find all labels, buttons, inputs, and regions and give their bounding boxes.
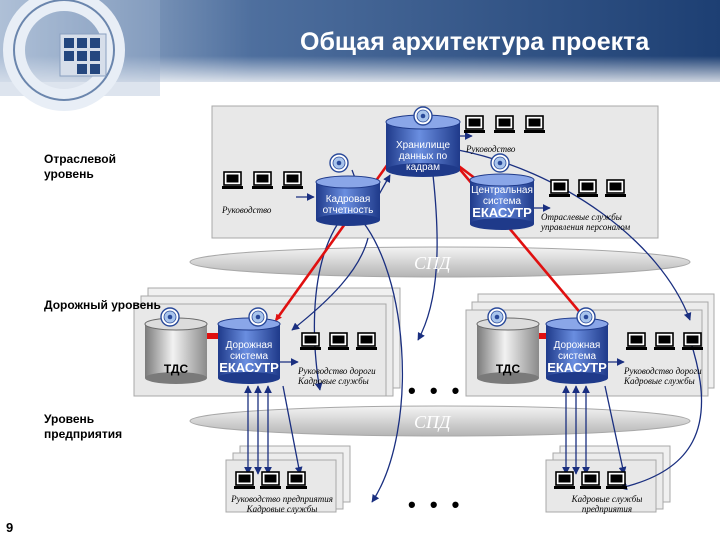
road-ekasutr-database-right — [545, 317, 609, 384]
seal-icon — [490, 153, 510, 173]
computer-icon — [281, 171, 304, 190]
computer-icon — [681, 332, 704, 351]
central-system-label: Центральная система — [471, 185, 533, 207]
computer-icon — [285, 471, 308, 490]
seal-icon — [576, 307, 596, 327]
road-system-label-right: Дорожная система — [553, 340, 601, 362]
computer-icon — [553, 471, 576, 490]
hr-storage-database — [385, 114, 461, 177]
slide-title: Общая архитектура проекта — [300, 28, 650, 56]
seal-icon — [413, 106, 433, 126]
computer-icon — [233, 471, 256, 490]
computer-icon — [605, 471, 628, 490]
tds-database-right — [476, 317, 540, 384]
computer-icon — [259, 471, 282, 490]
company-logo-icon — [0, 0, 160, 111]
caption-road-management-left: Руководство дороги Кадровые службы — [298, 366, 376, 386]
computer-icon — [576, 179, 599, 198]
caption-road-management-right: Руководство дороги Кадровые службы — [624, 366, 702, 386]
workstation-group-enterprise-right — [553, 471, 628, 490]
seal-icon — [248, 307, 268, 327]
computer-icon — [299, 332, 322, 351]
spd-label-upper: СПД — [414, 253, 451, 273]
tds-database-left — [144, 317, 208, 384]
computer-icon — [221, 171, 244, 190]
seal-icon — [487, 307, 507, 327]
workstation-group-enterprise-left — [233, 471, 308, 490]
computer-icon — [463, 115, 486, 134]
computer-icon — [493, 115, 516, 134]
tds-label-right: ТДС — [495, 362, 521, 376]
road-ekasutr-label-left: ЕКАСУТР — [219, 360, 279, 375]
spd-network-upper — [189, 246, 691, 278]
ellipsis-road: • • • — [408, 378, 464, 403]
hr-storage-label: Хранилище данных по кадрам — [396, 140, 450, 173]
computer-icon — [579, 471, 602, 490]
caption-management-top: Руководство — [466, 144, 516, 154]
computer-icon — [251, 171, 274, 190]
hr-reporting-database — [315, 175, 381, 226]
computer-icon — [548, 179, 571, 198]
hr-reporting-label: Кадровая отчетность — [322, 194, 374, 216]
caption-management-left: Руководство — [222, 205, 272, 215]
level-label-branch: Отраслевой уровень — [44, 152, 116, 181]
tds-label-left: ТДС — [163, 362, 189, 376]
computer-icon — [327, 332, 350, 351]
computer-icon — [604, 179, 627, 198]
spd-label-lower: СПД — [414, 412, 451, 432]
central-ekasutr-label: ЕКАСУТР — [472, 205, 532, 220]
level-label-road: Дорожный уровень — [44, 298, 161, 312]
workstation-group-branch-left — [221, 171, 304, 190]
workstation-group-road-right — [625, 332, 704, 351]
computer-icon — [653, 332, 676, 351]
page-number: 9 — [6, 520, 14, 535]
caption-enterprise-right: Кадровые службы предприятия — [571, 494, 643, 514]
computer-icon — [355, 332, 378, 351]
road-system-label-left: Дорожная система — [225, 340, 273, 362]
road-ekasutr-label-right: ЕКАСУТР — [547, 360, 607, 375]
computer-icon — [523, 115, 546, 134]
workstation-group-road-left — [299, 332, 378, 351]
workstation-group-top — [463, 115, 546, 134]
central-ekasutr-database — [469, 173, 535, 230]
level-label-enterprise: Уровень предприятия — [44, 412, 123, 441]
caption-enterprise-left: Руководство предприятия Кадровые службы — [231, 494, 333, 514]
seal-icon — [329, 153, 349, 173]
computer-icon — [625, 332, 648, 351]
ellipsis-enterprise: • • • — [408, 492, 464, 517]
caption-branch-hr-services: Отраслевые службы управления персоналом — [541, 212, 631, 232]
workstation-group-branch-right — [548, 179, 627, 198]
